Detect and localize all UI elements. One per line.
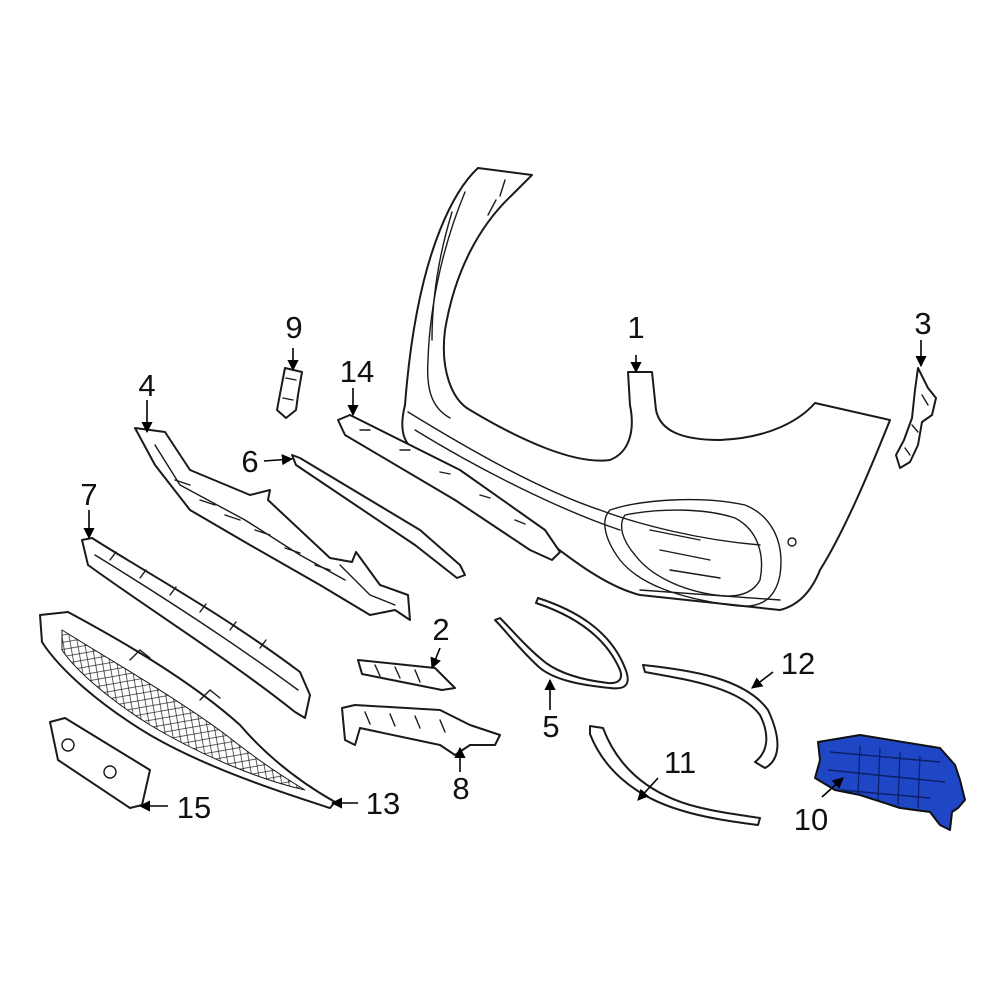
callout-1: 1: [627, 310, 644, 345]
trim-strip-right-part: [642, 664, 779, 769]
callout-2: 2: [432, 612, 449, 647]
grille-trim-strip-part: [291, 454, 466, 579]
callout-12: 12: [781, 646, 815, 681]
mesh-grille-part: [39, 611, 336, 809]
clip-bracket-part: [276, 367, 303, 419]
callout-8: 8: [452, 771, 469, 806]
leader-6: [263, 454, 294, 466]
leader-12: [751, 671, 774, 689]
leader-2: [430, 647, 441, 670]
callout-labels: 1 2 3 4 5 6 7 8 9 10 11 12 13 14 15: [80, 306, 931, 837]
callout-11: 11: [664, 745, 696, 780]
leader-lines: [83, 340, 927, 812]
lower-grille-insert-part: [81, 537, 311, 719]
callout-9: 9: [285, 310, 302, 345]
callout-14: 14: [340, 354, 374, 389]
callout-15: 15: [177, 790, 211, 825]
leader-10: [821, 777, 844, 798]
callout-6: 6: [241, 444, 258, 479]
callout-4: 4: [138, 368, 155, 403]
leader-11: [637, 777, 659, 801]
small-trim-bracket-part: [357, 659, 456, 691]
trim-ring-left-part: [494, 597, 629, 690]
upper-molding-part: [337, 414, 561, 561]
callout-13: 13: [366, 786, 400, 821]
callout-10: 10: [794, 802, 828, 837]
callout-3: 3: [914, 306, 931, 341]
fog-lamp-bracket-part: [341, 704, 501, 756]
callout-7: 7: [80, 477, 97, 512]
license-plate-bracket-part: [49, 717, 151, 809]
bumper-cover-part: [401, 167, 891, 611]
side-bracket-part: [895, 367, 937, 469]
trim-strip-lower-part: [589, 725, 761, 826]
callout-5: 5: [542, 709, 559, 744]
energy-absorber-part: [134, 427, 411, 621]
lower-vent-grille-part: [814, 734, 966, 831]
